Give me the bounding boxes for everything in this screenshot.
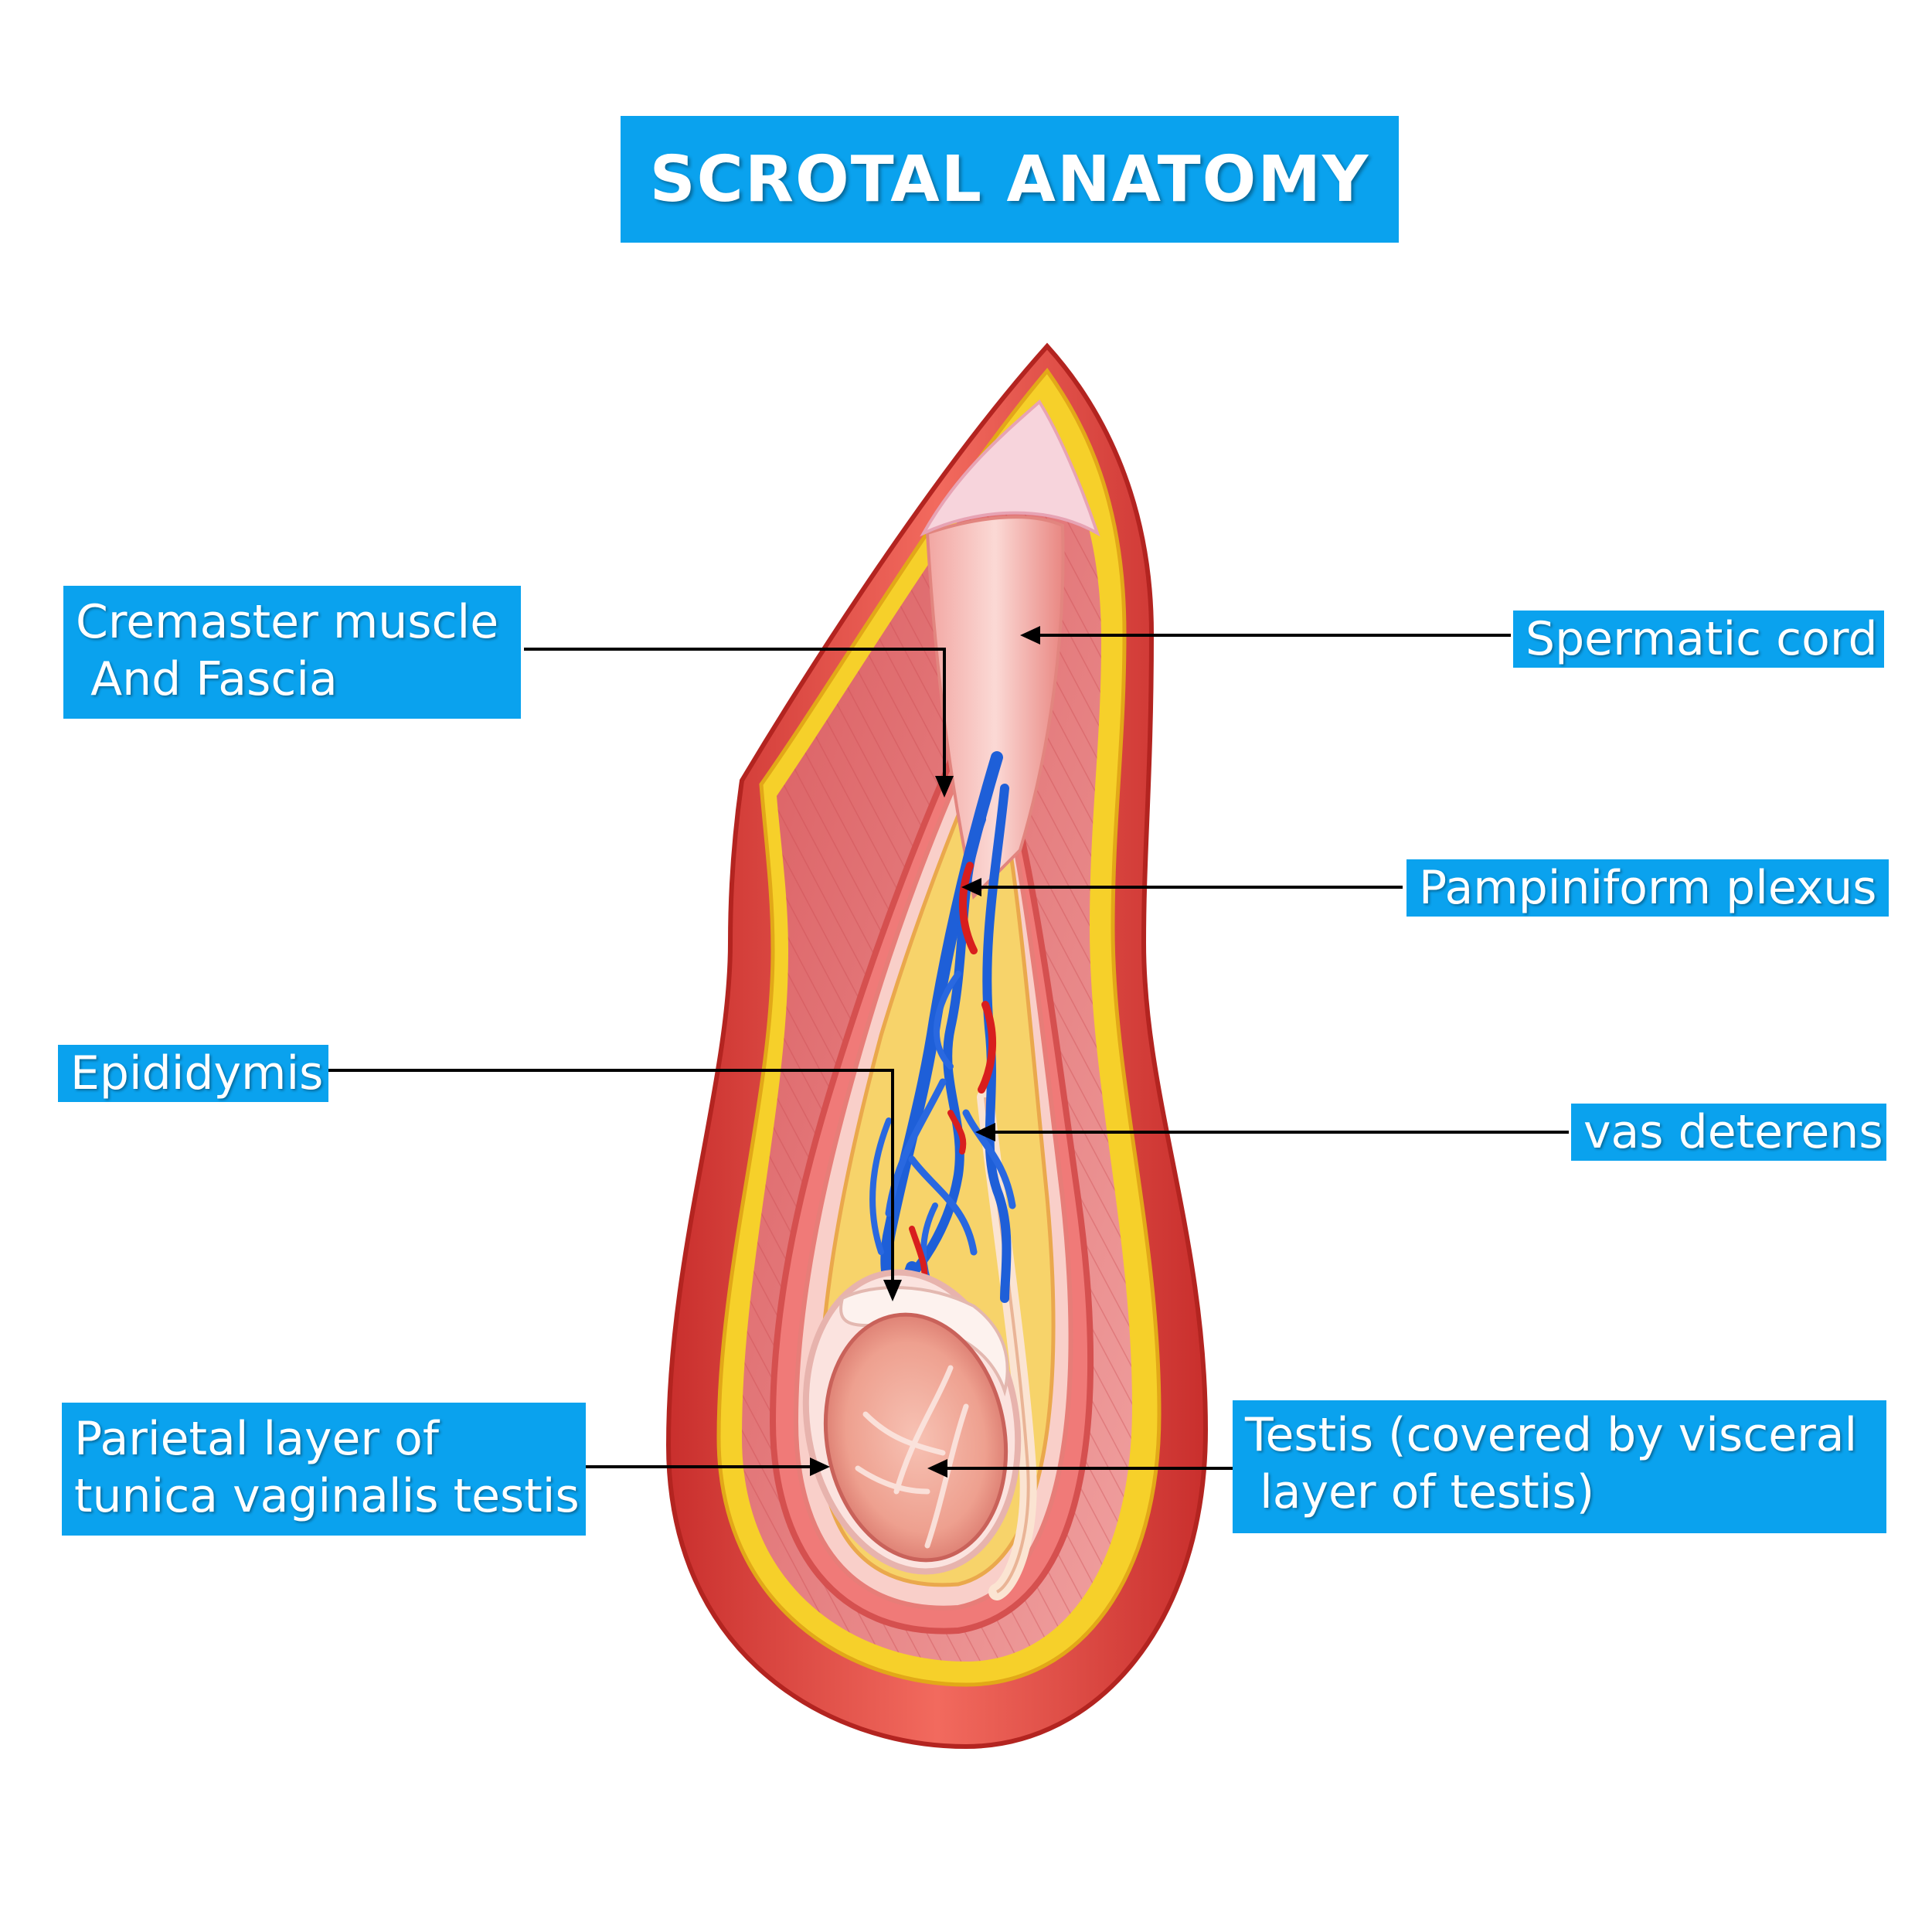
label-testis-line-1: Testis (covered by visceral xyxy=(1245,1408,1858,1462)
leader-epididymis xyxy=(328,1069,894,1284)
label-pampiniform-plexus: Pampiniform plexus xyxy=(1406,859,1889,917)
label-testis-line-2: layer of testis) xyxy=(1245,1465,1595,1519)
label-cremaster-line-1: Cremaster muscle xyxy=(76,595,499,649)
label-epididymis-text: Epididymis xyxy=(70,1046,324,1100)
label-vas-text: vas deterens xyxy=(1583,1105,1883,1159)
label-testis: Testis (covered by visceral layer of tes… xyxy=(1233,1400,1886,1533)
label-epididymis: Epididymis xyxy=(58,1045,328,1102)
title-banner: SCROTAL ANATOMY xyxy=(621,116,1399,243)
page-title: SCROTAL ANATOMY xyxy=(649,142,1370,216)
label-parietal-line-1: Parietal layer of xyxy=(74,1412,439,1466)
label-parietal-layer: Parietal layer of tunica vaginalis testi… xyxy=(62,1403,586,1536)
spermatic-cord-shape xyxy=(925,515,1065,900)
label-spermatic-cord-text: Spermatic cord xyxy=(1526,612,1878,666)
label-parietal-line-2: tunica vaginalis testis xyxy=(74,1469,580,1523)
label-cremaster-line-2: And Fascia xyxy=(76,652,338,706)
label-cremaster-muscle: Cremaster muscle And Fascia xyxy=(63,586,521,719)
label-vas-deferens: vas deterens xyxy=(1571,1104,1886,1161)
label-spermatic-cord: Spermatic cord xyxy=(1513,611,1884,668)
leader-cremaster xyxy=(524,648,946,781)
leader-lines xyxy=(328,634,1569,1470)
label-pampiniform-text: Pampiniform plexus xyxy=(1419,861,1877,915)
